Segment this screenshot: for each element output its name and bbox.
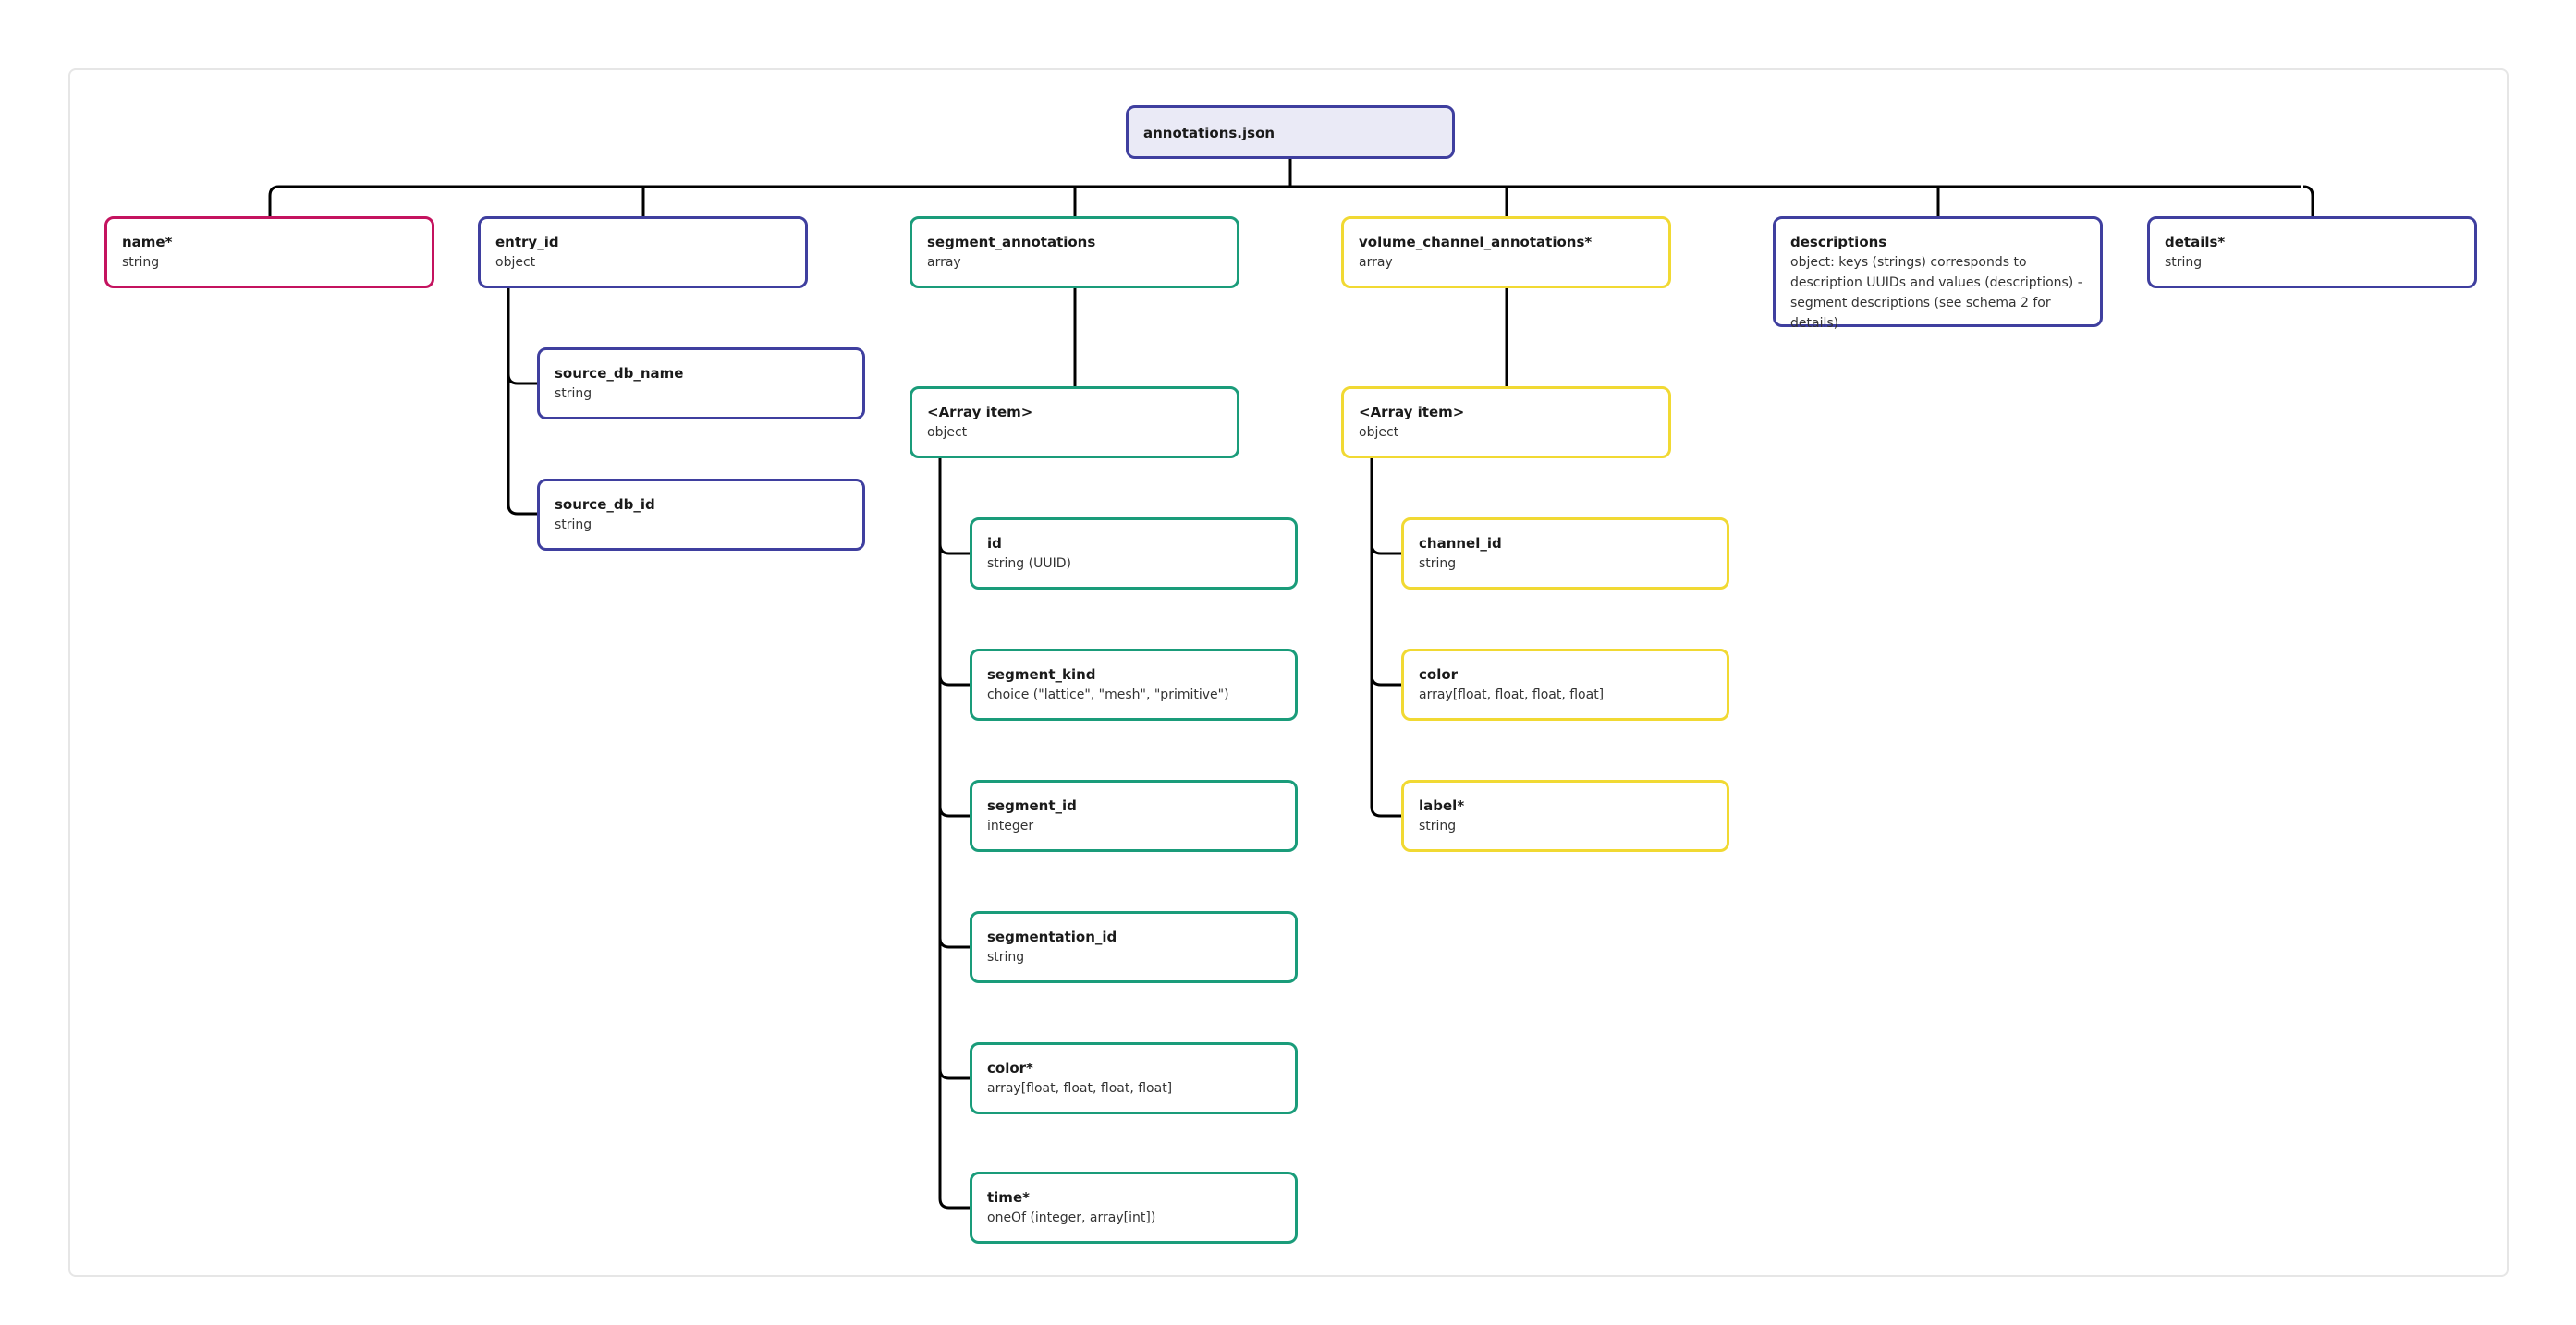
node-vol-array-item-type: object	[1359, 425, 1399, 440]
node-channel-id[interactable]: channel_id string	[1401, 517, 1729, 590]
node-entry-id-label: entry_id	[495, 234, 559, 250]
node-seg-id-label: id	[987, 535, 1002, 552]
node-seg-array-item-type: object	[927, 425, 968, 440]
node-details-label: details*	[2165, 234, 2226, 250]
node-seg-array-item[interactable]: <Array item> object	[910, 386, 1239, 458]
node-source-db-id-label: source_db_id	[555, 496, 655, 513]
node-vol-color[interactable]: color array[float, float, float, float]	[1401, 649, 1729, 721]
node-vol-array-item[interactable]: <Array item> object	[1341, 386, 1671, 458]
node-entry-id-type: object	[495, 255, 536, 270]
node-seg-time-label: time*	[987, 1189, 1030, 1206]
node-segmentation-id[interactable]: segmentation_id string	[970, 911, 1298, 983]
node-channel-id-type: string	[1419, 556, 1457, 571]
node-segment-kind[interactable]: segment_kind choice ("lattice", "mesh", …	[970, 649, 1298, 721]
node-seg-time-type: oneOf (integer, array[int])	[987, 1210, 1156, 1225]
node-source-db-name-type: string	[555, 386, 592, 401]
node-vol-color-label: color	[1419, 666, 1459, 683]
node-segment-id[interactable]: segment_id integer	[970, 780, 1298, 852]
node-segment-id-label: segment_id	[987, 797, 1077, 814]
node-vol-label-type: string	[1419, 819, 1457, 833]
node-volume-channel-annotations[interactable]: volume_channel_annotations* array	[1341, 216, 1671, 288]
node-volume-channel-annotations-type: array	[1359, 255, 1393, 270]
node-details[interactable]: details* string	[2147, 216, 2477, 288]
node-segment-id-type: integer	[987, 819, 1034, 833]
node-seg-id-type: string (UUID)	[987, 556, 1071, 571]
node-entry-id[interactable]: entry_id object	[478, 216, 808, 288]
node-volume-channel-annotations-label: volume_channel_annotations*	[1359, 234, 1593, 250]
node-segment-annotations-type: array	[927, 255, 961, 270]
node-vol-label-label: label*	[1419, 797, 1465, 814]
node-seg-color-label: color*	[987, 1060, 1033, 1076]
node-root[interactable]: annotations.json	[1126, 105, 1455, 159]
node-vol-color-type: array[float, float, float, float]	[1419, 687, 1605, 702]
node-source-db-name[interactable]: source_db_name string	[537, 347, 865, 419]
node-channel-id-label: channel_id	[1419, 535, 1502, 552]
node-segmentation-id-label: segmentation_id	[987, 929, 1117, 945]
node-seg-color-type: array[float, float, float, float]	[987, 1081, 1173, 1096]
node-name[interactable]: name* string	[104, 216, 434, 288]
node-segmentation-id-type: string	[987, 950, 1025, 965]
node-name-label: name*	[122, 234, 173, 250]
node-segment-kind-label: segment_kind	[987, 666, 1096, 683]
node-segment-kind-type: choice ("lattice", "mesh", "primitive")	[987, 687, 1229, 702]
node-root-name: annotations.json	[1143, 125, 1276, 141]
node-details-type: string	[2165, 255, 2203, 270]
node-descriptions-type: object: keys (strings) corresponds to de…	[1790, 255, 2082, 331]
node-source-db-id[interactable]: source_db_id string	[537, 479, 865, 551]
node-vol-label[interactable]: label* string	[1401, 780, 1729, 852]
node-seg-color[interactable]: color* array[float, float, float, float]	[970, 1042, 1298, 1114]
node-descriptions[interactable]: descriptions object: keys (strings) corr…	[1773, 216, 2103, 331]
node-source-db-id-type: string	[555, 517, 592, 532]
node-segment-annotations[interactable]: segment_annotations array	[910, 216, 1239, 288]
node-segment-annotations-label: segment_annotations	[927, 234, 1096, 250]
node-descriptions-label: descriptions	[1790, 234, 1887, 250]
node-seg-id[interactable]: id string (UUID)	[970, 517, 1298, 590]
node-source-db-name-label: source_db_name	[555, 365, 684, 382]
node-vol-array-item-label: <Array item>	[1359, 404, 1465, 420]
node-seg-array-item-label: <Array item>	[927, 404, 1033, 420]
node-seg-time[interactable]: time* oneOf (integer, array[int])	[970, 1172, 1298, 1244]
node-name-type: string	[122, 255, 160, 270]
